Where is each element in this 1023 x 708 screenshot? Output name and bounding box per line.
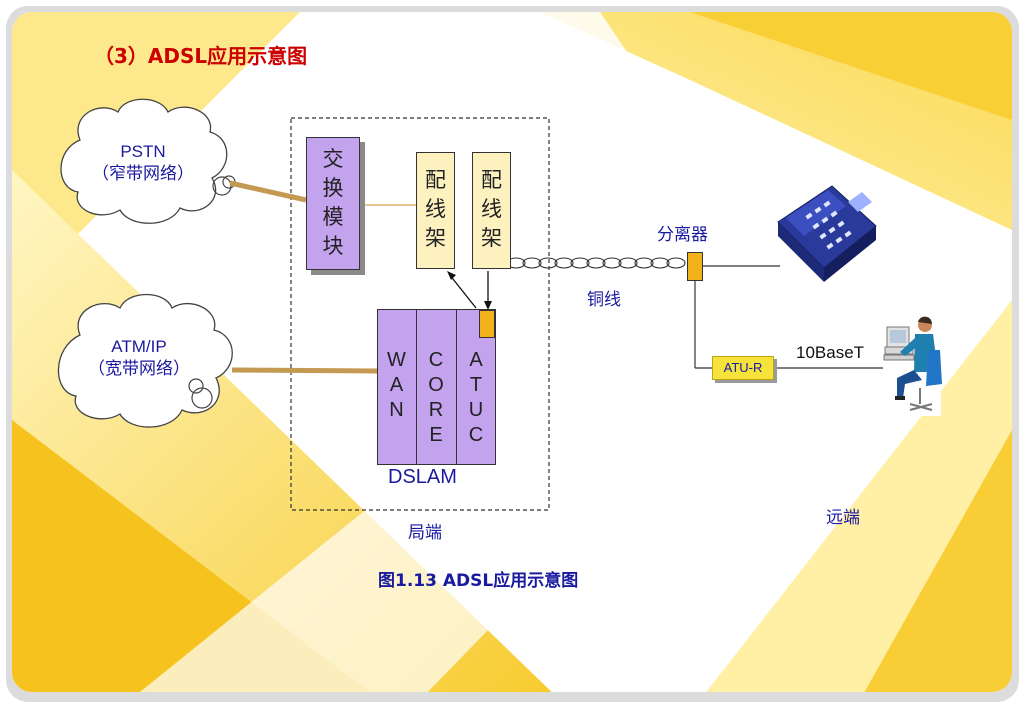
atu-r-modem — [712, 356, 774, 380]
telephone-icon — [777, 185, 877, 282]
distribution-frame-2 — [472, 152, 511, 269]
slide-title: （3）ADSL应用示意图 — [94, 44, 308, 68]
distribution-frame-1-char: 架 — [425, 226, 446, 250]
copper-twisted-pair — [506, 257, 686, 269]
dslam-divider-1 — [416, 309, 417, 465]
dslam-rack — [377, 309, 496, 465]
dslam-atuc-char: T — [469, 374, 483, 396]
atm-cable — [231, 367, 381, 374]
splitter — [687, 252, 703, 281]
switch-module-char: 块 — [322, 234, 344, 258]
atm-subtitle: （宽带网络） — [88, 359, 190, 379]
pstn-label: PSTN （窄带网络） — [68, 141, 218, 185]
pstn-subtitle: （窄带网络） — [92, 164, 194, 184]
dslam-label: DSLAM — [388, 466, 457, 488]
switch-module — [306, 137, 360, 270]
cloud-icon — [60, 98, 236, 224]
dslam-atuc-char: C — [468, 424, 484, 446]
dslam-wan-char: W — [387, 349, 406, 371]
dslam-core-char: C — [428, 349, 444, 371]
computer-user-icon — [883, 316, 942, 416]
10baset-label: 10BaseT — [796, 343, 865, 362]
distribution-frame-2-char: 架 — [481, 226, 502, 250]
central-office-boundary — [290, 117, 550, 511]
dslam-atuc-char: U — [468, 399, 484, 421]
pstn-name: PSTN — [120, 142, 166, 161]
switch-module-char: 换 — [322, 176, 344, 200]
dslam-wan-char: A — [389, 374, 404, 396]
distribution-frame-2-label: 配线架 — [472, 166, 511, 253]
switch-module-char: 模 — [322, 205, 344, 229]
dslam-core-char: O — [428, 374, 444, 396]
pstn-cable — [229, 180, 307, 203]
distribution-frame-1-label: 配线架 — [416, 166, 455, 253]
atm-label: ATM/IP （宽带网络） — [64, 336, 214, 380]
switch-module-label: 交换模块 — [306, 145, 360, 261]
local-end-label: 局端 — [408, 523, 442, 543]
atm-name: ATM/IP — [111, 337, 167, 356]
dslam-wan-char: N — [389, 399, 404, 421]
dslam-core-char: R — [428, 399, 444, 421]
dslam-atuc-char: A — [469, 349, 483, 371]
distribution-frame-2-char: 线 — [481, 197, 502, 221]
atuc-port — [479, 310, 495, 338]
switch-module-char: 交 — [322, 147, 344, 171]
atu-r-label: ATU-R — [723, 360, 763, 375]
copper-label: 铜线 — [587, 290, 621, 310]
figure-caption: 图1.13 ADSL应用示意图 — [378, 571, 579, 591]
distribution-frame-2-char: 配 — [481, 168, 502, 192]
cloud-icon — [57, 294, 233, 428]
dslam-core-char: E — [429, 424, 443, 446]
distribution-frame-1-char: 线 — [425, 197, 446, 221]
dslam-divider-2 — [456, 309, 457, 465]
splitter-label: 分离器 — [657, 225, 708, 245]
distribution-frame-1-char: 配 — [425, 168, 446, 192]
remote-end-label: 远端 — [826, 508, 860, 528]
distribution-frame-1 — [416, 152, 455, 269]
